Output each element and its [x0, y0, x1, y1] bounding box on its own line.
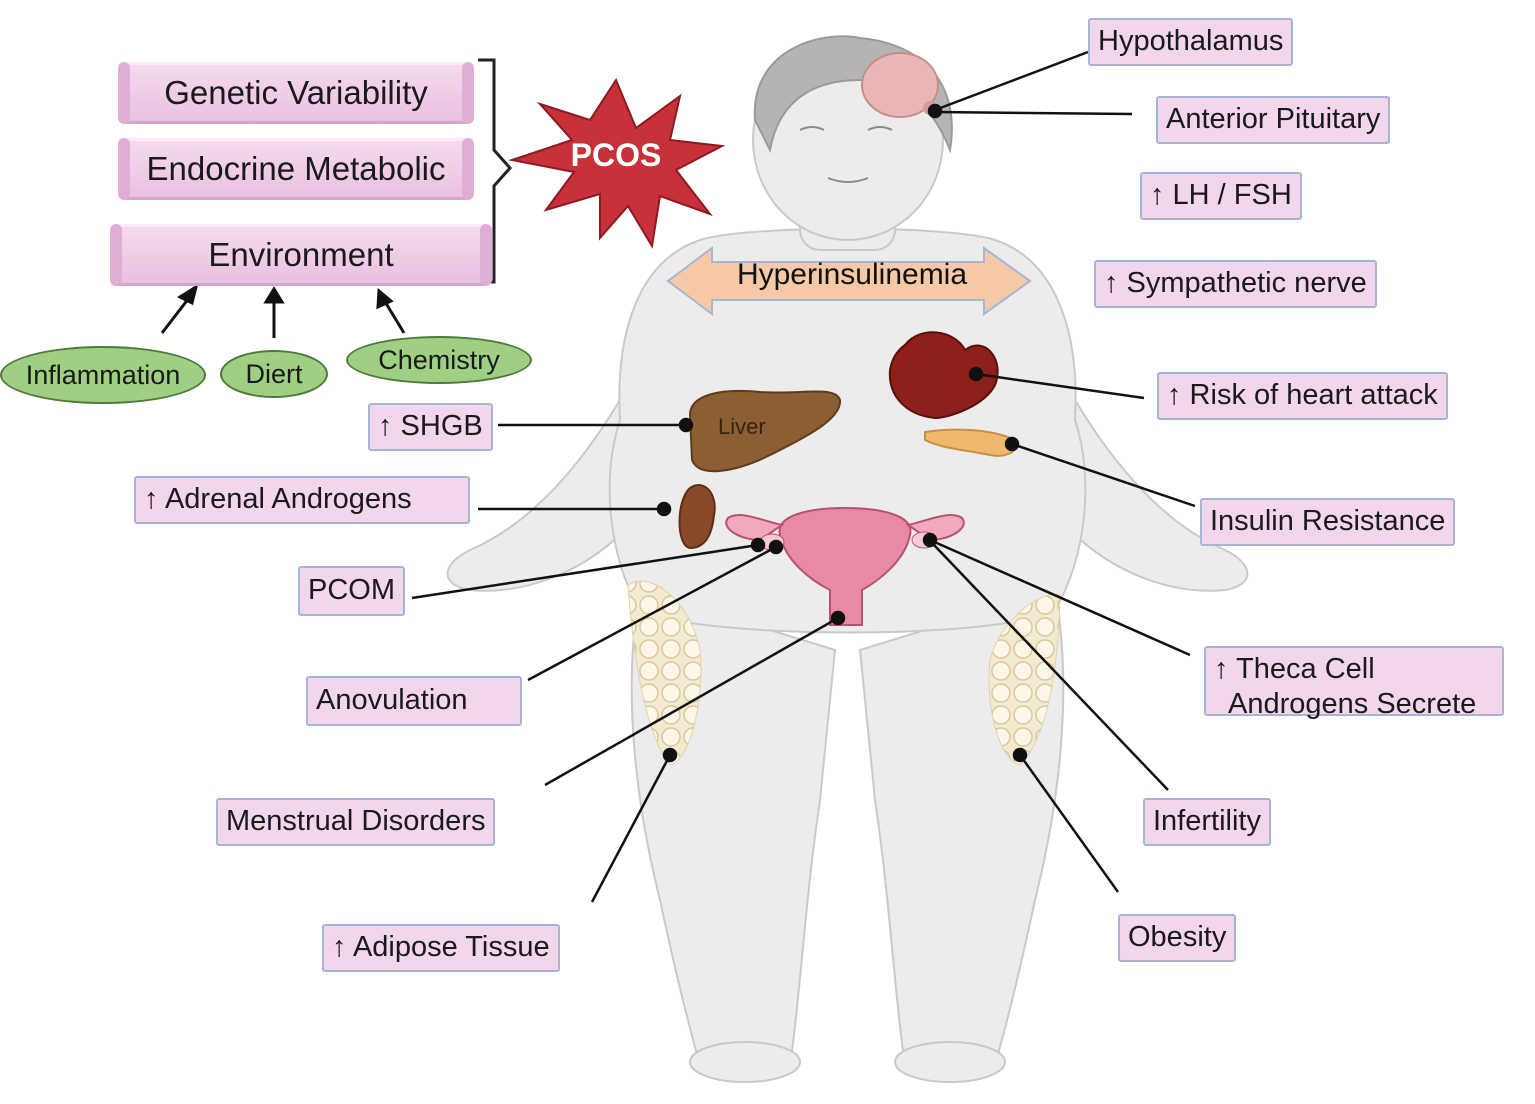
theca-line-1: ↑ Theca Cell	[1214, 653, 1375, 685]
label-hypothalamus: Hypothalamus	[1088, 18, 1294, 66]
theca-line-2: Androgens Secrete	[1228, 687, 1477, 720]
pancreas-icon	[924, 428, 1017, 457]
label-theca-cell: ↑ Theca Cell Androgens Secrete	[1204, 646, 1504, 720]
label-shgb: ↑ SHGB	[368, 403, 493, 451]
factor-environment: Environment	[110, 224, 492, 286]
label-lh-fsh: ↑ LH / FSH	[1140, 172, 1302, 220]
pcos-star-icon	[508, 77, 726, 249]
oval-inflammation: Inflammation	[0, 346, 206, 404]
label-insulin-resistance: Insulin Resistance	[1200, 498, 1456, 546]
label-infertility: Infertility	[1143, 798, 1271, 846]
oval-diet: Diert	[220, 350, 328, 398]
label-anterior-pituitary: Anterior Pituitary	[1156, 96, 1391, 144]
oval-chemistry: Chemistry	[346, 336, 532, 384]
pcos-label: PCOS	[570, 137, 662, 173]
label-sympathetic-nerve: ↑ Sympathetic nerve	[1094, 260, 1377, 308]
face	[799, 126, 893, 183]
label-heart-attack: ↑ Risk of heart attack	[1157, 372, 1448, 420]
factor-endocrine: Endocrine Metabolic	[118, 138, 474, 200]
hyperinsulinemia-arrow	[666, 246, 1032, 316]
adipose-right-icon	[988, 593, 1061, 766]
adipose-left-icon	[627, 580, 702, 766]
label-adrenal-androgens: ↑ Adrenal Androgens	[134, 476, 470, 524]
kidney-icon	[678, 484, 716, 550]
label-pcom: PCOM	[298, 566, 405, 616]
label-adipose-tissue: ↑ Adipose Tissue	[322, 924, 560, 972]
factor-genetic: Genetic Variability	[118, 62, 474, 124]
uterus-icon	[725, 506, 965, 626]
heart-icon	[888, 331, 999, 420]
influence-arrows	[160, 283, 406, 338]
label-menstrual-disorders: Menstrual Disorders	[216, 798, 496, 846]
liver-icon	[688, 389, 842, 473]
leader-lines	[411, 50, 1196, 903]
brain-icon	[861, 52, 939, 118]
liver-label: Liver	[718, 414, 766, 439]
label-obesity: Obesity	[1118, 914, 1237, 962]
factors-bracket	[478, 58, 513, 284]
hyperinsulinemia-label: Hyperinsulinemia	[736, 258, 968, 291]
label-anovulation: Anovulation	[306, 676, 522, 726]
